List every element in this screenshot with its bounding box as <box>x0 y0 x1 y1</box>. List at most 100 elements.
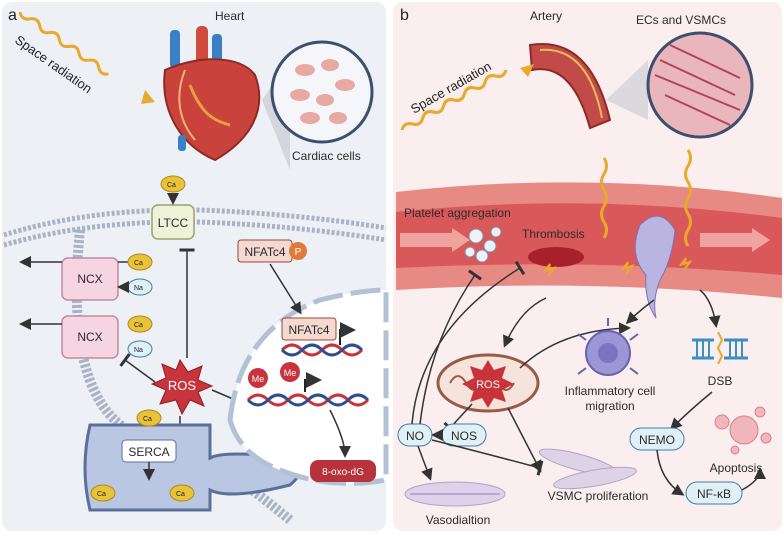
methyl-label-2: Me <box>284 368 297 378</box>
dna-strand-upper-blue <box>280 343 364 357</box>
apoptotic-cell-icon <box>714 406 772 455</box>
no-label: NO <box>406 429 424 443</box>
spark-icon-1 <box>543 263 557 277</box>
ca-ion-ncx1 <box>127 253 153 271</box>
ltcc-label: LTCC <box>158 216 189 230</box>
heart-label: Heart <box>215 9 245 23</box>
ca-ion-ncx1-label: Ca <box>134 260 143 267</box>
thrombus-icon <box>528 247 584 267</box>
ca-ion-sr-2-label: Ca <box>176 491 185 498</box>
artery-wall <box>539 48 603 119</box>
nfkb-to-apoptosis-arrow <box>741 467 766 491</box>
radiation-arrowhead-b-icon <box>520 64 534 77</box>
dsb-dna-icon <box>692 338 748 360</box>
ca-ion-sr-1-label: Ca <box>97 491 106 498</box>
spark-icon-2 <box>621 261 635 275</box>
thrombosis-label: Thrombosis <box>522 227 585 241</box>
ros-to-vsmc-arrow <box>507 407 542 473</box>
methyl-icon-2 <box>280 362 300 382</box>
oxo-arrow <box>329 409 351 458</box>
ca-ion-ncx2-label: Ca <box>134 322 143 329</box>
artery-label: Artery <box>530 9 562 23</box>
na-ion-ncx2 <box>127 340 153 358</box>
cardiac-cells-circle <box>270 40 374 144</box>
thrombosis-to-ros-arrow <box>503 297 547 348</box>
dna-strand-lower-blue <box>246 393 370 407</box>
inflammatory-label-2: migration <box>585 399 634 413</box>
heart-icon <box>163 26 261 162</box>
migrating-cell-icon <box>634 215 676 319</box>
dsb-label: DSB <box>708 374 733 388</box>
vsmc-texture-icon <box>654 44 741 126</box>
ncx-exchanger-2 <box>61 315 119 359</box>
apoptosis-label: Apoptosis <box>710 461 763 475</box>
ca-ion-sr-1 <box>90 484 116 502</box>
ros-label-a: ROS <box>168 378 197 393</box>
cardiac-cells-label: Cardiac cells <box>292 149 361 163</box>
methyl-icon-1 <box>248 368 268 388</box>
radiation-bolt-2 <box>684 149 692 247</box>
no-inhibits-thrombosis <box>411 260 526 425</box>
panel-a-letter: a <box>8 7 17 24</box>
artery-icon <box>528 42 612 130</box>
vsmc-proliferation-label: VSMC proliferation <box>548 489 649 503</box>
inflammatory-cell-icon <box>577 318 639 376</box>
vsmc-icon <box>538 448 637 490</box>
spark-icon-3 <box>679 257 693 271</box>
radiation-bolt-1 <box>600 157 608 239</box>
ncx-label-1: NCX <box>77 272 102 286</box>
platelet-aggregation-label: Platelet aggregation <box>404 206 511 220</box>
nfatc4-label-nucleus: NFATc4 <box>288 323 329 337</box>
phospho-icon <box>289 242 307 260</box>
ca-ion-label: Ca <box>167 182 176 189</box>
nos-label: NOS <box>451 429 477 443</box>
ncx-exchanger-1 <box>61 257 119 301</box>
no-inhibits-vsmc <box>431 439 544 476</box>
ncx-label-2: NCX <box>77 330 102 344</box>
na-ion-ncx2-label: Na <box>134 347 143 354</box>
oxo-dg-label: 8-oxo-dG <box>322 467 364 478</box>
ros-inhibits-ncx <box>119 353 156 383</box>
panel-b-letter: b <box>400 7 409 24</box>
nemo-to-nfkb-arrow <box>656 449 685 496</box>
dsb-to-nemo-arrow <box>669 391 713 431</box>
nfatc4-label-cytosol: NFATc4 <box>244 245 285 259</box>
radiation-wave-icon <box>18 11 109 76</box>
flow-arrowhead-left <box>452 228 470 252</box>
ca-ion-ltcc <box>160 175 186 193</box>
phospho-label: P <box>295 247 302 258</box>
ros-star-b <box>462 360 514 408</box>
cell-membrane <box>3 207 387 248</box>
ca-ion-serca <box>136 409 162 427</box>
inflammatory-label-1: Inflammatory cell <box>565 384 656 398</box>
ltcc-channel <box>151 204 195 240</box>
platelet-icons <box>464 226 502 263</box>
methyl-label-1: Me <box>252 374 265 384</box>
dsb-break-icon <box>716 331 724 365</box>
cell-migration-arrow <box>625 299 655 325</box>
no-to-vasodilation-arrow <box>417 445 433 481</box>
transcription-arrow-2 <box>304 372 322 392</box>
radiation-arrowhead-icon <box>141 90 155 104</box>
ros-star-a <box>150 358 214 416</box>
nfkb-label: NF-κB <box>697 487 731 501</box>
ca-ion-serca-label: Ca <box>143 416 152 423</box>
vessel-to-dsb-arrow <box>699 289 721 328</box>
nfatc4-translocation-arrow <box>269 263 302 315</box>
transcription-arrow-1 <box>339 322 356 345</box>
ros-to-inflammation-arrow <box>519 322 631 369</box>
oxo-dg-box <box>310 460 376 482</box>
na-ion-ncx1-label: Na <box>134 285 143 292</box>
zoom-cone-b <box>606 60 648 120</box>
flow-arrowhead-right <box>752 228 770 252</box>
nfkb-node <box>685 481 743 505</box>
vessel-lumen <box>396 203 782 275</box>
ca-ion-ncx2 <box>127 315 153 333</box>
nfatc4-box-nucleus <box>281 317 337 341</box>
radiation-wave-b-icon <box>400 69 508 131</box>
ecs-vsmcs-label: ECs and VSMCs <box>636 13 726 27</box>
vasodilation-label: Vasodialtion <box>426 513 491 527</box>
serca-label: SERCA <box>128 445 169 459</box>
